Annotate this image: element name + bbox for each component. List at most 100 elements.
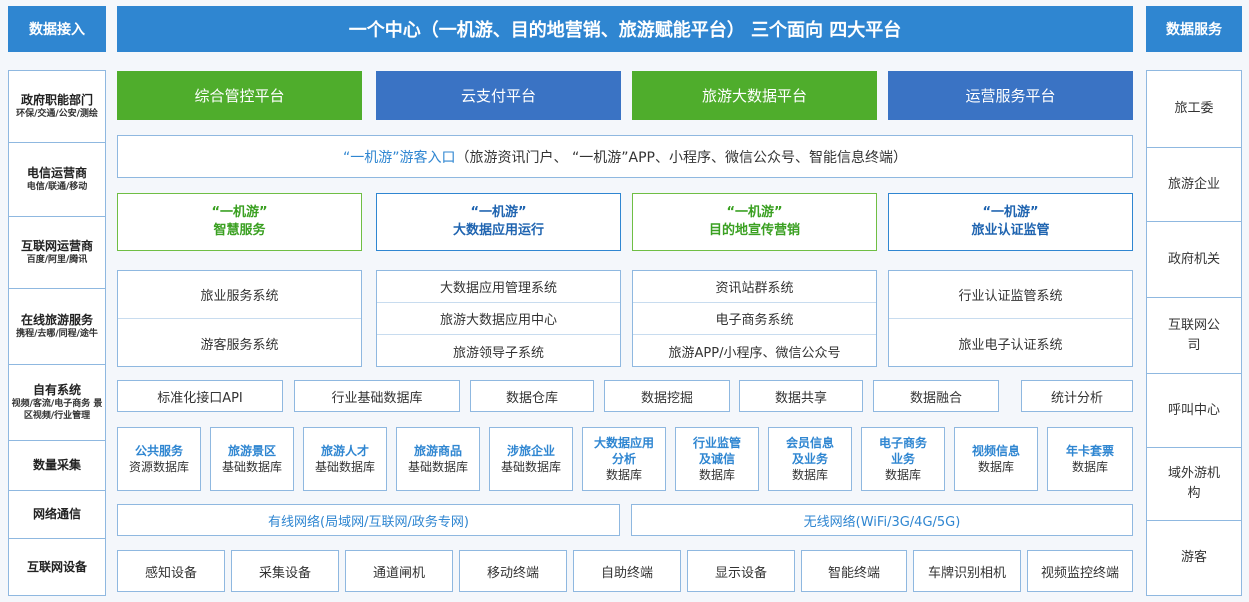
data-warehouse: 数据仓库 [470,380,594,412]
left-item: 互联网运营商 百度/阿里/腾讯 [9,217,105,289]
system-item: 电子商务系统 [633,303,876,335]
left-item-title: 网络通信 [32,507,81,521]
right-item: 互联网公司 [1147,298,1241,374]
section-line1: “一机游” [211,205,268,220]
data-industry-db: 行业基础数据库 [294,380,460,412]
left-header: 数据接入 [8,6,106,52]
left-item-title: 在线旅游服务 [20,313,93,327]
db-title: 旅游景区 [227,444,276,458]
left-item-title: 互联网运营商 [20,239,93,253]
device-item: 移动终端 [459,550,567,592]
device-item: 智能终端 [801,550,907,592]
data-sharing: 数据共享 [739,380,863,412]
systems-marketing: 资讯站群系统 电子商务系统 旅游APP/小程序、微信公众号 [632,270,877,367]
system-item: 旅游领导子系统 [452,345,544,361]
left-item: 网络通信 [9,491,105,539]
systems-certification: 行业认证监管系统 旅业电子认证系统 [888,270,1133,367]
device-item: 采集设备 [231,550,339,592]
db-title: 涉旅企业 [506,444,555,458]
left-item-sub: 电信/联通/移动 [26,182,88,192]
db-title: 行业监管 及诚信 [692,436,741,466]
section-certification: “一机游” 旅业认证监管 [888,193,1133,251]
device-item: 视频监控终端 [1027,550,1133,592]
left-item-title: 互联网设备 [26,559,87,574]
db-sub: 资源数据库 [128,460,189,474]
db-title: 公共服务 [134,444,183,458]
db-sub: 数据库 [1071,460,1108,474]
left-item-sub: 环保/交通/公安/测绘 [16,109,98,119]
left-item-title: 自有系统 [32,383,81,397]
left-item: 电信运营商 电信/联通/移动 [9,143,105,217]
platform-operations: 运营服务平台 [888,71,1133,120]
right-header: 数据服务 [1146,6,1242,52]
section-line1: “一机游” [470,205,527,220]
platform-cloud-payment: 云支付平台 [376,71,621,120]
db-sub: 数据库 [884,468,921,482]
section-destination-marketing: “一机游” 目的地宣传营销 [632,193,877,251]
db-sub: 数据库 [977,460,1014,474]
device-item: 自助终端 [573,550,681,592]
db-scenic: 旅游景区 基础数据库 [210,427,294,491]
tourist-entry-highlight: “一机游”游客入口 [343,149,456,166]
db-sub: 数据库 [698,468,735,482]
device-item: 车牌识别相机 [913,550,1021,592]
device-item: 感知设备 [117,550,225,592]
section-smart-service: “一机游” 智慧服务 [117,193,362,251]
db-title: 视频信息 [971,444,1020,458]
system-item: 游客服务系统 [200,337,279,353]
db-ecommerce: 电子商务 业务 数据库 [861,427,945,491]
right-item: 旅游企业 [1147,148,1241,222]
system-item: 大数据应用管理系统 [377,271,620,303]
system-item: 行业认证监管系统 [889,271,1132,319]
db-public-service: 公共服务 资源数据库 [117,427,201,491]
right-column: 旅工委 旅游企业 政府机关 互联网公司 呼叫中心 域外游机构 游客 [1146,70,1242,596]
system-item: 资讯站群系统 [633,271,876,303]
system-item: 旅业电子认证系统 [958,337,1063,353]
center-header: 一个中心（一机游、目的地营销、旅游赋能平台） 三个面向 四大平台 [117,6,1133,52]
section-line2: 目的地宣传营销 [708,223,800,238]
right-item: 游客 [1180,550,1207,565]
db-title: 会员信息 及业务 [785,436,834,466]
section-line2: 大数据应用运行 [452,223,544,238]
left-item: 在线旅游服务 携程/去哪/同程/途牛 [9,289,105,365]
db-title: 旅游人才 [320,444,369,458]
db-annual-pass: 年卡套票 数据库 [1047,427,1133,491]
left-item-title: 政府职能部门 [20,93,93,107]
left-item-title: 电信运营商 [26,166,87,180]
db-sub: 基础数据库 [314,460,375,474]
systems-big-data: 大数据应用管理系统 旅游大数据应用中心 旅游领导子系统 [376,270,621,367]
section-line1: “一机游” [726,205,783,220]
left-item-sub: 视频/客流/电子商务 景区视频/行业管理 [11,399,103,421]
left-item-title: 数量采集 [32,458,81,472]
device-item: 通道闸机 [345,550,453,592]
db-sub: 数据库 [791,468,828,482]
db-analytics: 大数据应用 分析 数据库 [582,427,666,491]
device-item: 显示设备 [687,550,795,592]
tourist-entry-bar: “一机游”游客入口 （旅游资讯门户、 “一机游”APP、小程序、微信公众号、智能… [117,135,1133,178]
db-sub: 数据库 [605,468,642,482]
section-line1: “一机游” [982,205,1039,220]
left-item: 政府职能部门 环保/交通/公安/测绘 [9,71,105,143]
wireless-network: 无线网络(WiFi/3G/4G/5G) [631,504,1133,536]
db-title: 大数据应用 分析 [593,436,654,466]
system-item: 旅游APP/小程序、微信公众号 [668,345,841,361]
db-title: 年卡套票 [1065,444,1114,458]
right-item: 呼叫中心 [1147,374,1241,448]
platform-integrated-control: 综合管控平台 [117,71,362,120]
data-api: 标准化接口API [117,380,283,412]
data-statistics: 统计分析 [1021,380,1133,412]
db-title: 电子商务 业务 [878,436,927,466]
right-item: 旅工委 [1147,71,1241,148]
db-sub: 基础数据库 [221,460,282,474]
left-item: 互联网设备 [9,539,105,595]
systems-smart-service: 旅业服务系统 游客服务系统 [117,270,362,367]
db-sub: 基础数据库 [407,460,468,474]
db-sub: 基础数据库 [500,460,561,474]
db-products: 旅游商品 基础数据库 [396,427,480,491]
db-enterprise: 涉旅企业 基础数据库 [489,427,573,491]
system-item: 旅游大数据应用中心 [377,303,620,335]
right-item: 域外游机构 [1147,448,1241,521]
left-item-sub: 携程/去哪/同程/途牛 [16,329,98,339]
db-talent: 旅游人才 基础数据库 [303,427,387,491]
platform-big-data: 旅游大数据平台 [632,71,877,120]
